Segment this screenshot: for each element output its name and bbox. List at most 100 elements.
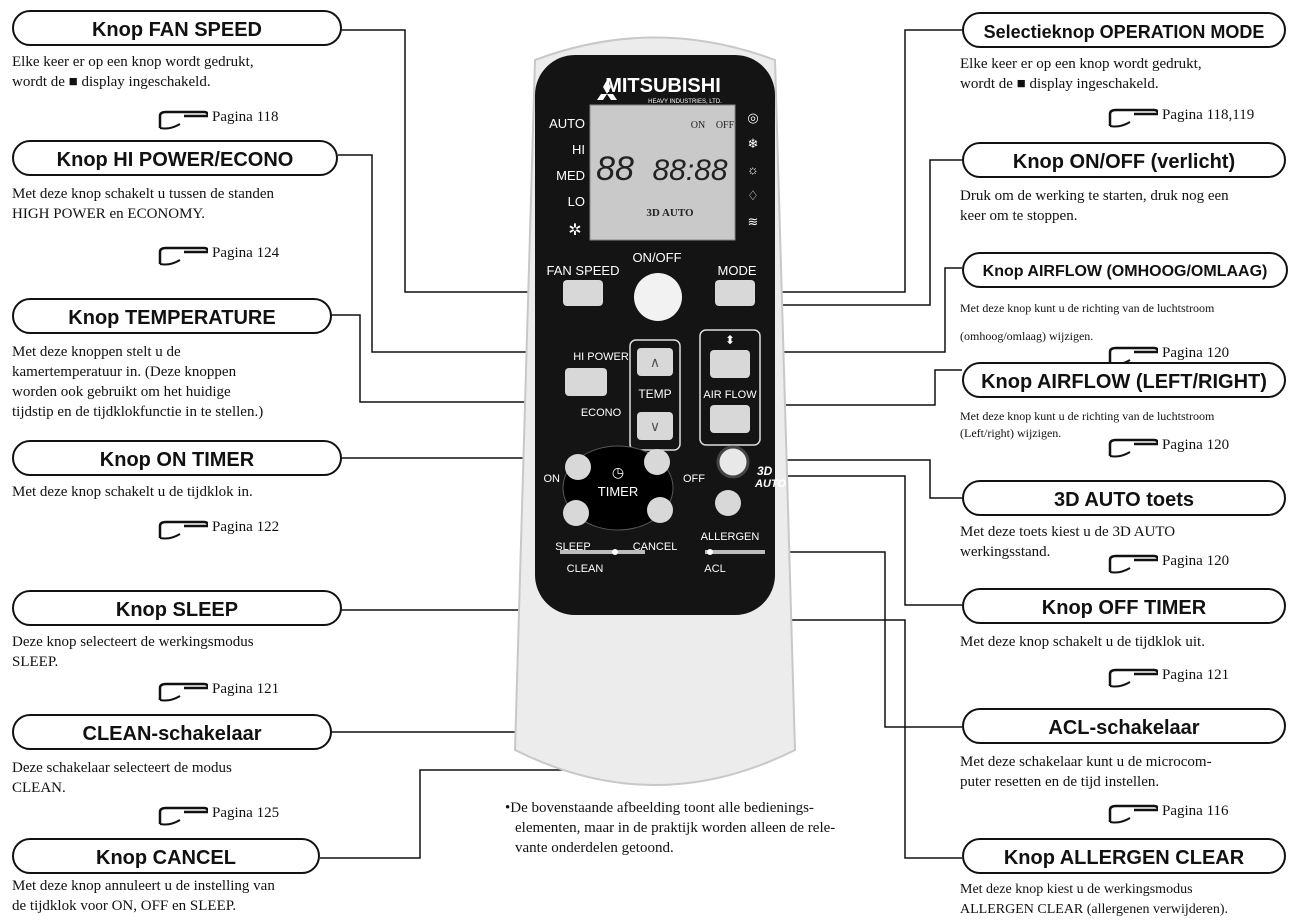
- 3d-label: 3D: [757, 464, 773, 478]
- desc-operation-mode: Elke keer er op een knop wordt gedrukt,w…: [960, 56, 1202, 92]
- page-ref-sleep: Pagina 121: [158, 676, 279, 702]
- timer-off-label: OFF: [683, 473, 705, 485]
- lcd-on-indicator: ON: [691, 120, 705, 131]
- allergen-label: ALLERGEN: [701, 531, 760, 543]
- label-on-timer: Knop ON TIMER: [12, 440, 342, 476]
- desc-off-timer: Met deze knop schakelt u de tijdklok uit…: [960, 634, 1205, 650]
- label-temperature: Knop TEMPERATURE: [12, 298, 332, 334]
- fan-hi-label: HI: [572, 142, 585, 157]
- hi-power-label: HI POWER: [573, 351, 629, 363]
- label-clean: CLEAN-schakelaar: [12, 714, 332, 750]
- lcd-off-indicator: OFF: [716, 120, 735, 131]
- fan-icon: ✲: [568, 222, 581, 239]
- fan-speed-button[interactable]: [563, 280, 603, 306]
- on-off-button[interactable]: [634, 273, 682, 321]
- airflow-up-down-button[interactable]: [710, 350, 750, 378]
- pointing-hand-icon: [158, 800, 208, 826]
- label-sleep: Knop SLEEP: [12, 590, 342, 626]
- mitsubishi-icon: [597, 80, 617, 100]
- timer-label: TIMER: [598, 484, 638, 499]
- clock-icon: ◷: [612, 466, 624, 481]
- page-ref-clean: Pagina 125: [158, 800, 279, 826]
- mode-button[interactable]: [715, 280, 755, 306]
- page-ref-hi-power-econo: Pagina 124: [158, 240, 279, 266]
- air-flow-label: AIR FLOW: [703, 389, 757, 401]
- sleep-button[interactable]: [563, 500, 589, 526]
- label-off-timer: Knop OFF TIMER: [962, 588, 1286, 624]
- label-operation-mode: Selectieknop OPERATION MODE: [962, 12, 1286, 48]
- pointing-hand-icon: [158, 240, 208, 266]
- desc-on-off: Druk om de werking te starten, druk nog …: [960, 188, 1229, 224]
- label-airflow-left-right: Knop AIRFLOW (LEFT/RIGHT): [962, 362, 1286, 398]
- page-ref-off-timer: Pagina 121: [1108, 662, 1229, 688]
- desc-acl: Met deze schakelaar kunt u de microcom-p…: [960, 754, 1212, 790]
- acl-switch[interactable]: [707, 549, 713, 555]
- mode-fan-icon: ≋: [748, 214, 759, 229]
- pointing-hand-icon: [158, 676, 208, 702]
- pointing-hand-icon: [1108, 102, 1158, 128]
- pointing-hand-icon: [158, 104, 208, 130]
- label-cancel: Knop CANCEL: [12, 838, 320, 874]
- lcd-clock: 88:88: [652, 154, 727, 187]
- temp-down-button[interactable]: [637, 412, 673, 440]
- pointing-hand-icon: [158, 514, 208, 540]
- brand-logo: MITSUBISHI: [605, 75, 721, 97]
- remote-control: MITSUBISHI HEAVY INDUSTRIES, LTD. AUTO H…: [513, 36, 797, 786]
- label-acl: ACL-schakelaar: [962, 708, 1286, 744]
- lcd-3dauto-indicator: 3D AUTO: [646, 207, 694, 219]
- off-timer-button[interactable]: [644, 449, 670, 475]
- mode-label: MODE: [718, 263, 757, 278]
- mode-heat-icon: ☼: [747, 162, 759, 177]
- on-off-label: ON/OFF: [632, 250, 681, 265]
- page-ref-fan-speed: Pagina 118: [158, 104, 279, 130]
- fan-lo-label: LO: [568, 194, 585, 209]
- arrow-up-down-icon: ⬍: [725, 333, 735, 347]
- desc-hi-power-econo: Met deze knop schakelt u tussen de stand…: [12, 186, 275, 222]
- fan-auto-label: AUTO: [549, 116, 585, 131]
- pointing-hand-icon: [1108, 432, 1158, 458]
- lcd-temperature: 88: [596, 150, 634, 188]
- fan-med-label: MED: [556, 168, 585, 183]
- hi-power-econo-button[interactable]: [565, 368, 607, 396]
- label-on-off: Knop ON/OFF (verlicht): [962, 142, 1286, 178]
- desc-on-timer: Met deze knop schakelt u de tijdklok in.: [12, 484, 253, 500]
- mode-dry-icon: ♢: [747, 188, 759, 203]
- page-ref-on-timer: Pagina 122: [158, 514, 279, 540]
- chevron-up-icon: ∧: [650, 356, 660, 371]
- label-airflow-up-down: Knop AIRFLOW (OMHOOG/OMLAAG): [962, 252, 1288, 288]
- auto-label: AUTO: [754, 478, 786, 490]
- desc-cancel: Met deze knop annuleert u de instelling …: [12, 878, 275, 914]
- airflow-left-right-button[interactable]: [710, 405, 750, 433]
- allergen-button[interactable]: [715, 490, 741, 516]
- page-ref-3d-auto: Pagina 120: [1108, 548, 1229, 574]
- page-ref-acl: Pagina 116: [1108, 798, 1229, 824]
- cancel-button[interactable]: [647, 497, 673, 523]
- temp-label: TEMP: [638, 387, 671, 401]
- label-allergen-clear: Knop ALLERGEN CLEAR: [962, 838, 1286, 874]
- lcd-display: [589, 104, 736, 241]
- econo-label: ECONO: [581, 407, 622, 419]
- pointing-hand-icon: [1108, 548, 1158, 574]
- fan-speed-label: FAN SPEED: [547, 263, 620, 278]
- page-ref-airflow-left-right: Pagina 120: [1108, 432, 1229, 458]
- 3d-auto-button[interactable]: [716, 445, 750, 479]
- desc-airflow-up-down: Met deze knop kunt u de richting van de …: [960, 301, 1215, 343]
- on-timer-button[interactable]: [565, 454, 591, 480]
- label-fan-speed: Knop FAN SPEED: [12, 10, 342, 46]
- chevron-down-icon: ∨: [650, 420, 660, 435]
- mode-auto-icon: ◎: [747, 110, 758, 125]
- footnote: •De bovenstaande afbeelding toont alle b…: [505, 800, 836, 856]
- mode-cool-icon: ❄: [748, 136, 759, 151]
- pointing-hand-icon: [1108, 662, 1158, 688]
- clean-label: CLEAN: [567, 563, 604, 575]
- clean-switch[interactable]: [612, 549, 618, 555]
- page-ref-operation-mode: Pagina 118,119: [1108, 102, 1254, 128]
- label-3d-auto: 3D AUTO toets: [962, 480, 1286, 516]
- brand-sub: HEAVY INDUSTRIES, LTD.: [648, 99, 722, 105]
- temp-up-button[interactable]: [637, 348, 673, 376]
